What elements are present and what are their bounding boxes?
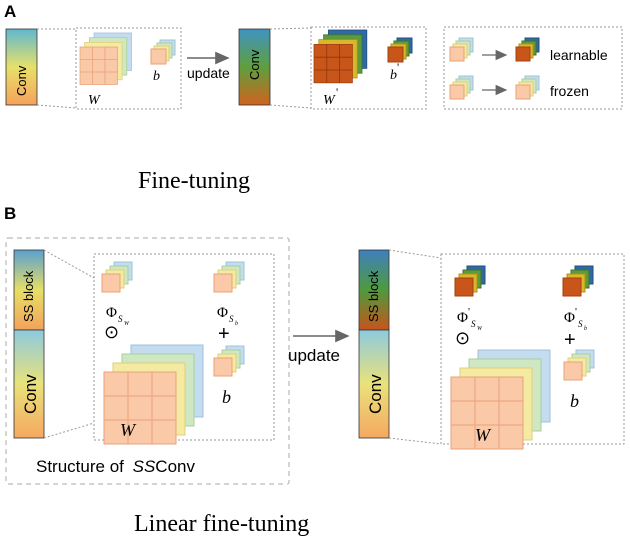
ss-block-label-updated: SS block: [366, 270, 381, 322]
zoom-line: [269, 27, 312, 30]
bias-label-updated: b: [390, 68, 397, 83]
zoom-line: [388, 249, 442, 259]
panel-a-label: A: [4, 2, 16, 21]
params-box-learnable: [310, 26, 427, 110]
weight-label: W: [88, 93, 101, 108]
conv-layer-b-right: Conv: [358, 329, 390, 439]
conv-label-b: Conv: [21, 374, 40, 414]
bias-label-b-updated: b: [570, 391, 579, 411]
ss-block-learnable: SS block: [358, 249, 390, 331]
bias-label-b: b: [222, 387, 231, 407]
phi-sb-label: Φ S b: [217, 305, 238, 327]
legend-learnable-label: learnable: [550, 47, 608, 63]
zoom-line: [36, 104, 77, 109]
weight-tensor-frozen: [79, 32, 132, 85]
scale-tensor-w-learnable: [454, 265, 486, 297]
conv-layer-frozen: Conv: [5, 28, 38, 106]
legend-box: [443, 26, 623, 110]
phi-sw-updated-label: Φ ' S W: [457, 306, 483, 332]
ss-block-label: SS block: [21, 270, 36, 322]
conv-label-updated: Conv: [247, 49, 262, 80]
conv-label-b-updated: Conv: [366, 374, 385, 414]
conv-layer-learnable: Conv: [238, 28, 271, 106]
update-label: update: [187, 65, 230, 81]
conv-label: Conv: [14, 65, 29, 96]
plus-operator-updated: +: [564, 329, 576, 351]
phi-symbol: Φ: [564, 310, 575, 326]
params-box-frozen: [75, 27, 182, 110]
weight-tensor-b-frozen: [103, 344, 204, 445]
bias-tensor-b-right: [563, 349, 595, 381]
params-box-b-frozen: [93, 253, 275, 441]
zoom-line: [43, 249, 95, 279]
bias-label: b: [153, 69, 160, 84]
subscript-b: b: [235, 321, 238, 327]
zoom-line: [269, 104, 312, 109]
subscript-w: W: [477, 326, 483, 332]
bias-tensor-frozen: [150, 39, 176, 65]
phi-sb-updated-label: Φ ' S b: [564, 306, 587, 332]
phi-prime: ': [575, 306, 577, 318]
subscript-w: W: [124, 321, 130, 327]
caption-fine-tuning: Fine-tuning: [138, 168, 250, 194]
update-label-b: update: [288, 346, 340, 365]
plus-operator: +: [218, 323, 230, 345]
phi-symbol: Φ: [217, 305, 228, 321]
structure-caption-suffix: Conv: [155, 457, 195, 476]
phi-symbol: Φ: [457, 310, 468, 326]
bias-tensor-b-frozen: [213, 345, 245, 377]
caption-linear-fine-tuning: Linear fine-tuning: [134, 511, 309, 537]
structure-caption-italic: SS: [133, 457, 156, 476]
scale-tensor-b-learnable: [562, 265, 594, 297]
odot-operator: ⊙: [104, 322, 119, 342]
zoom-line: [388, 437, 442, 445]
scale-tensor-w-frozen: [101, 261, 133, 293]
subscript-s: S: [471, 319, 476, 329]
legend-frozen: frozen: [449, 75, 589, 100]
weight-tensor-b-right: [450, 349, 551, 450]
subscript-s: S: [118, 314, 123, 324]
weight-label-b: W: [120, 420, 137, 440]
ssconv-structure-box: [5, 237, 290, 485]
odot-operator-updated: ⊙: [455, 328, 470, 348]
zoom-line: [43, 422, 95, 439]
bias-tensor-learnable: [387, 37, 413, 63]
conv-layer-b-frozen: Conv: [13, 329, 45, 439]
weight-label-updated: W: [323, 93, 336, 108]
phi-sw-label: Φ S W: [106, 305, 130, 327]
subscript-s: S: [578, 319, 583, 329]
subscript-s: S: [229, 314, 234, 324]
weight-label-b-updated: W: [475, 425, 492, 445]
weight-tensor-learnable: [313, 29, 368, 84]
scale-tensor-b-frozen: [213, 261, 245, 293]
phi-symbol: Φ: [106, 305, 117, 321]
legend-learnable: learnable: [449, 37, 608, 63]
panel-b-label: B: [4, 204, 16, 223]
phi-prime: ': [468, 306, 470, 318]
structure-caption-prefix: Structure of: [36, 457, 129, 476]
subscript-b: b: [584, 326, 587, 332]
bias-prime: ': [397, 60, 399, 74]
params-box-b-updated: [440, 253, 625, 445]
weight-prime: ': [336, 85, 338, 99]
ss-block-frozen: SS block: [13, 249, 45, 331]
legend-frozen-label: frozen: [550, 83, 589, 99]
structure-caption: Structure of SSConv: [36, 457, 195, 476]
